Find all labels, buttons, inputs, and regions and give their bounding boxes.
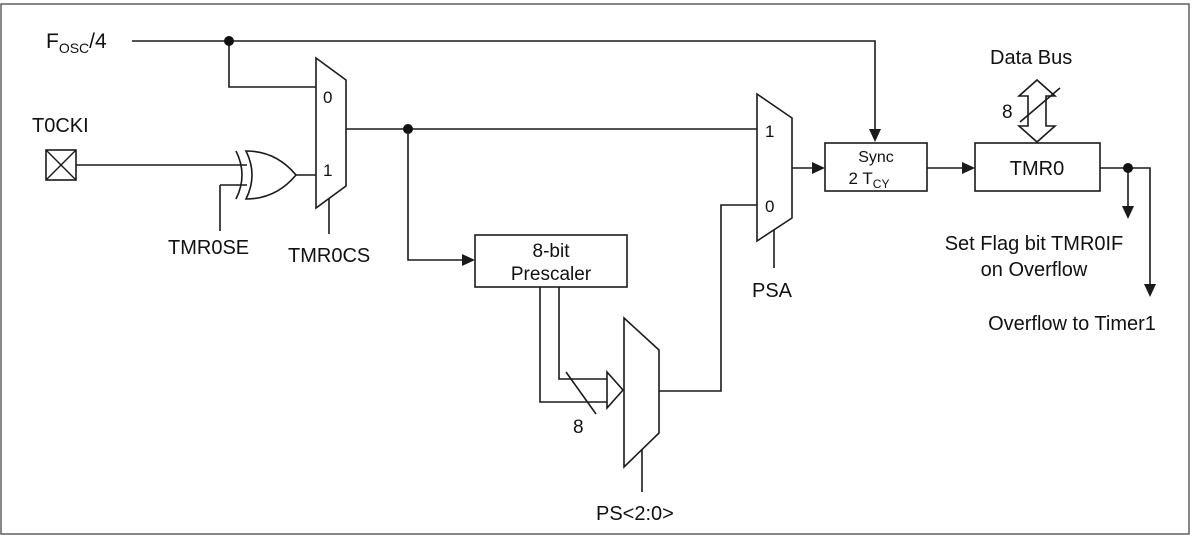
xor-gate-icon [235, 150, 298, 200]
flag-arrowhead [1122, 206, 1134, 219]
prescaler-bus-left [539, 287, 607, 403]
tmr0-register-box [974, 142, 1101, 192]
tmr0-label: TMR0 [1010, 158, 1064, 180]
prescaler-mux-output-line [659, 204, 757, 392]
fosc-label: FOSC/4 [46, 30, 107, 56]
flag-label-line2: on Overflow [981, 259, 1088, 281]
tmr0-output-line [1100, 167, 1151, 284]
fosc-line [132, 40, 876, 129]
data-bus-label: Data Bus [990, 47, 1072, 69]
tmr0se-line [219, 184, 247, 231]
data-bus-double-arrow-icon [1016, 78, 1058, 144]
prescaler-line2: Prescaler [511, 264, 592, 285]
overflow-arrowhead [1144, 284, 1156, 297]
mux1-input-0-label: 0 [323, 88, 332, 107]
data-bus-width-label: 8 [1002, 102, 1013, 123]
to-prescaler-arrowhead [462, 254, 475, 266]
sync-to-tmr0-arrowhead [962, 162, 975, 174]
tmr0cs-label: TMR0CS [288, 245, 370, 267]
sync-box [824, 142, 928, 192]
psa-label: PSA [752, 280, 793, 302]
data-bus-width-slash [1019, 87, 1061, 123]
prescaler-select-mux [623, 316, 660, 469]
psa-mux-input-0-label: 0 [765, 197, 774, 216]
prescaler-line1: 8-bit [533, 241, 571, 262]
psa-mux-input-1-label: 1 [765, 122, 774, 141]
tmr0se-label: TMR0SE [168, 237, 249, 259]
prescaler-box [474, 234, 628, 288]
t0cki-label: T0CKI [32, 115, 89, 137]
flag-label-line1: Set Flag bit TMR0IF [945, 233, 1124, 255]
t0cki-pin-icon [45, 149, 77, 181]
bus-width-label: 8 [573, 417, 584, 438]
diagram-frame [0, 3, 1190, 535]
clock-source-mux [315, 56, 347, 210]
prescaler-bus-right [558, 287, 607, 380]
bus-width-slash [565, 371, 597, 415]
fosc-to-sync-arrowhead [869, 129, 881, 142]
mux1-input-1-label: 1 [323, 161, 332, 180]
sync-line1: Sync [858, 149, 894, 166]
overflow-label: Overflow to Timer1 [988, 313, 1156, 335]
psa-mux [756, 92, 793, 243]
fosc-to-mux-line [228, 41, 316, 88]
fosc-junction-dot [224, 36, 234, 46]
to-prescaler-line [407, 129, 462, 261]
ps-label: PS<2:0> [596, 503, 674, 525]
psa-to-sync-arrowhead [812, 162, 825, 174]
bus-arrow-icon [606, 369, 625, 411]
sync-line2: 2 TCY [849, 169, 890, 191]
